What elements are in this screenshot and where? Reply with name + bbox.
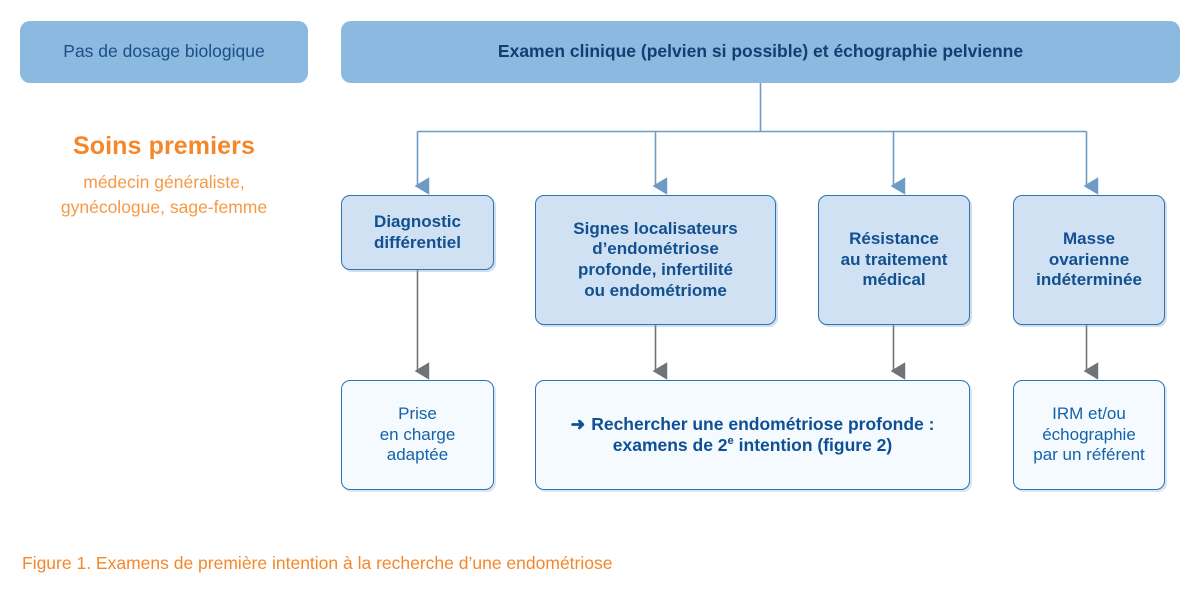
criteria-line: Résistance [849, 228, 939, 248]
outcome-line: IRM et/ou [1052, 403, 1126, 423]
outcome-line: Prise [398, 403, 437, 423]
banner-no-biological-assay: Pas de dosage biologique [20, 21, 308, 83]
figure-caption: Figure 1. Examens de première intention … [22, 553, 613, 573]
outcome-line: adaptée [386, 445, 449, 465]
criteria-box-signes-localisateurs[interactable]: Signes localisateurs d’endométriose prof… [535, 195, 776, 325]
outcome-text-prise-en-charge: Prise en charge adaptée [380, 404, 456, 466]
outcome-line: Rechercher une endométriose profonde : [591, 413, 935, 434]
criteria-line: profonde, infertilité [578, 260, 733, 279]
banner-no-biological-assay-label: Pas de dosage biologique [63, 41, 265, 62]
right-arrow-icon: ➜ [570, 413, 586, 434]
legend-subtitle: médecin généraliste, gynécologue, sage-f… [20, 170, 308, 221]
outcome-line: par un référent [1033, 445, 1145, 465]
legend-subtitle-line-2: gynécologue, sage-femme [60, 197, 268, 218]
outcome-box-irm-echographie[interactable]: IRM et/ou échographie par un référent [1013, 380, 1165, 490]
criteria-text-masse-ovarienne: Masse ovarienne indéterminée [1036, 229, 1142, 291]
outcome-line-with-arrow: ➜Rechercher une endométriose profonde : [571, 414, 935, 435]
criteria-line: différentiel [374, 232, 461, 252]
criteria-box-masse-ovarienne[interactable]: Masse ovarienne indéterminée [1013, 195, 1165, 325]
outcome-text-rechercher-endometriose: ➜Rechercher une endométriose profonde : … [571, 414, 935, 457]
outcome-line: échographie [1042, 424, 1136, 444]
criteria-line: Masse [1063, 228, 1115, 248]
criteria-line: Signes localisateurs [573, 218, 738, 238]
outcome-line: en charge [379, 424, 456, 444]
legend-soins-premiers: Soins premiers médecin généraliste, gyné… [20, 132, 308, 221]
outcome-box-prise-en-charge[interactable]: Prise en charge adaptée [341, 380, 494, 490]
banner-clinical-exam-label: Examen clinique (pelvien si possible) et… [497, 41, 1024, 62]
legend-subtitle-line-1: médecin généraliste, [83, 172, 245, 192]
outcome-text-irm-echographie: IRM et/ou échographie par un référent [1033, 404, 1145, 466]
outcome-box-rechercher-endometriose[interactable]: ➜Rechercher une endométriose profonde : … [535, 380, 970, 490]
top-branch-tree [414, 82, 1099, 195]
criteria-text-diagnostic-differentiel: Diagnostic différentiel [374, 212, 461, 253]
criteria-line: indéterminée [1036, 270, 1142, 290]
ordinal-superscript: e [727, 435, 734, 448]
criteria-line: d’endométriose [592, 239, 719, 259]
outcome-line-part-a: examens de 2 [612, 435, 728, 455]
outcome-line-part-b: intention (figure 2) [733, 435, 893, 455]
legend-title: Soins premiers [72, 132, 256, 160]
outcome-line-second: examens de 2e intention (figure 2) [571, 435, 935, 456]
criteria-line: ovarienne [1048, 249, 1130, 269]
banner-clinical-exam: Examen clinique (pelvien si possible) et… [341, 21, 1180, 83]
criteria-line: Diagnostic [374, 211, 461, 231]
criteria-box-diagnostic-differentiel[interactable]: Diagnostic différentiel [341, 195, 494, 270]
bottom-branch-arrows [414, 270, 1099, 380]
criteria-text-signes-localisateurs: Signes localisateurs d’endométriose prof… [573, 219, 737, 302]
criteria-line: au traitement [840, 249, 948, 269]
criteria-text-resistance-traitement: Résistance au traitement médical [841, 229, 948, 291]
criteria-line: médical [862, 270, 926, 290]
criteria-line: ou endométriome [584, 280, 727, 300]
criteria-box-resistance-traitement[interactable]: Résistance au traitement médical [818, 195, 970, 325]
